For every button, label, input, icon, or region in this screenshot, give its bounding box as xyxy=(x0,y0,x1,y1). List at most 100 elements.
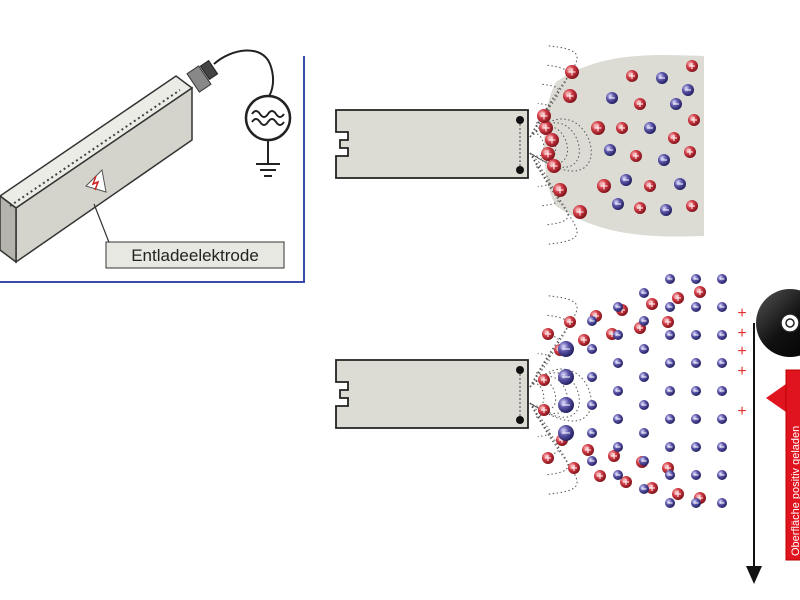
electrode-label: Entladeelektrode xyxy=(131,246,259,265)
negative-ion xyxy=(613,386,623,396)
positive-ion xyxy=(634,202,646,214)
field-line xyxy=(529,152,542,168)
positive-ion xyxy=(686,200,698,212)
positive-ion xyxy=(668,132,680,144)
negative-ion xyxy=(639,344,649,354)
field-line xyxy=(529,122,542,138)
panel-frame xyxy=(0,56,305,283)
negative-ion xyxy=(717,274,727,284)
field-line xyxy=(529,368,592,422)
ac-power-source-icon xyxy=(244,94,292,142)
field-lines-bottom xyxy=(529,295,592,495)
positive-ion xyxy=(688,114,700,126)
negative-ion xyxy=(665,274,675,284)
negative-ion xyxy=(717,386,727,396)
negative-ion xyxy=(691,330,701,340)
high-voltage-warning-icon xyxy=(85,168,107,193)
positive-ion xyxy=(644,180,656,192)
positive-ion xyxy=(672,292,684,304)
positive-ion xyxy=(620,476,632,488)
ion-cloud-area xyxy=(544,55,704,237)
positive-ion xyxy=(630,150,642,162)
negative-ion xyxy=(717,442,727,452)
positive-ion xyxy=(684,146,696,158)
bottom-ionizer-view: +++++ Oberfläche positiv geladen xyxy=(335,274,800,584)
ion-group-top xyxy=(537,60,700,219)
negative-ion xyxy=(665,442,675,452)
negative-ion xyxy=(639,456,649,466)
surface-note-text: Oberfläche positiv geladen xyxy=(790,426,800,556)
negative-ion xyxy=(620,174,632,186)
positive-charge-sign: + xyxy=(737,343,746,360)
positive-ion xyxy=(545,133,559,147)
ground-icon xyxy=(256,140,280,177)
electrode-profile-top xyxy=(335,109,529,179)
positive-ion xyxy=(686,60,698,72)
field-line xyxy=(529,372,542,388)
negative-ion xyxy=(639,316,649,326)
electrode-illustration-panel: Entladeelektrode xyxy=(0,49,305,283)
top-ionizer-view xyxy=(335,45,704,245)
negative-ion xyxy=(587,428,597,438)
negative-ion xyxy=(639,288,649,298)
negative-ion xyxy=(691,470,701,480)
material-web xyxy=(746,323,762,584)
negative-ion xyxy=(587,316,597,326)
negative-ion xyxy=(691,302,701,312)
negative-ion xyxy=(613,442,623,452)
positive-ion xyxy=(553,183,567,197)
negative-ion xyxy=(606,92,618,104)
positive-ion xyxy=(538,374,550,386)
positive-ion xyxy=(646,298,658,310)
negative-ion xyxy=(691,274,701,284)
negative-ion xyxy=(717,414,727,424)
negative-ion xyxy=(639,400,649,410)
negative-ion xyxy=(558,341,574,357)
negative-ion xyxy=(587,344,597,354)
negative-ion xyxy=(558,397,574,413)
field-line xyxy=(529,83,560,138)
positive-ion xyxy=(608,450,620,462)
positive-ion xyxy=(662,316,674,328)
positive-ion xyxy=(542,328,554,340)
negative-ion xyxy=(587,372,597,382)
positive-charge-sign: + xyxy=(737,305,746,322)
positive-ion xyxy=(616,122,628,134)
positive-ion xyxy=(626,70,638,82)
positive-ion xyxy=(582,444,594,456)
negative-ion xyxy=(613,358,623,368)
positive-ion xyxy=(591,121,605,135)
field-line xyxy=(529,129,557,161)
surface-charges: +++++ xyxy=(737,305,746,420)
negative-ion xyxy=(604,144,616,156)
negative-ion xyxy=(665,330,675,340)
positive-ion xyxy=(646,482,658,494)
positive-charge-sign: + xyxy=(737,403,746,420)
negative-ion xyxy=(717,498,727,508)
discharge-electrode-bar xyxy=(0,75,194,264)
positive-ion xyxy=(672,488,684,500)
negative-ion xyxy=(691,442,701,452)
field-line xyxy=(529,118,592,172)
negative-ion xyxy=(639,428,649,438)
roller-icon xyxy=(756,289,800,357)
field-line xyxy=(529,372,580,418)
negative-ion xyxy=(639,484,649,494)
negative-ion xyxy=(665,414,675,424)
positive-ion xyxy=(542,452,554,464)
positive-ion xyxy=(597,179,611,193)
field-line xyxy=(529,383,545,407)
negative-ion xyxy=(613,470,623,480)
negative-ion xyxy=(665,386,675,396)
negative-ion xyxy=(658,154,670,166)
negative-ion xyxy=(639,372,649,382)
negative-ion xyxy=(717,302,727,312)
negative-ion xyxy=(691,414,701,424)
positive-ion xyxy=(537,109,551,123)
negative-ion xyxy=(670,98,682,110)
negative-ion xyxy=(665,470,675,480)
negative-ion xyxy=(674,178,686,190)
negative-ion xyxy=(717,470,727,480)
positive-ion xyxy=(539,121,553,135)
field-line xyxy=(529,133,545,157)
